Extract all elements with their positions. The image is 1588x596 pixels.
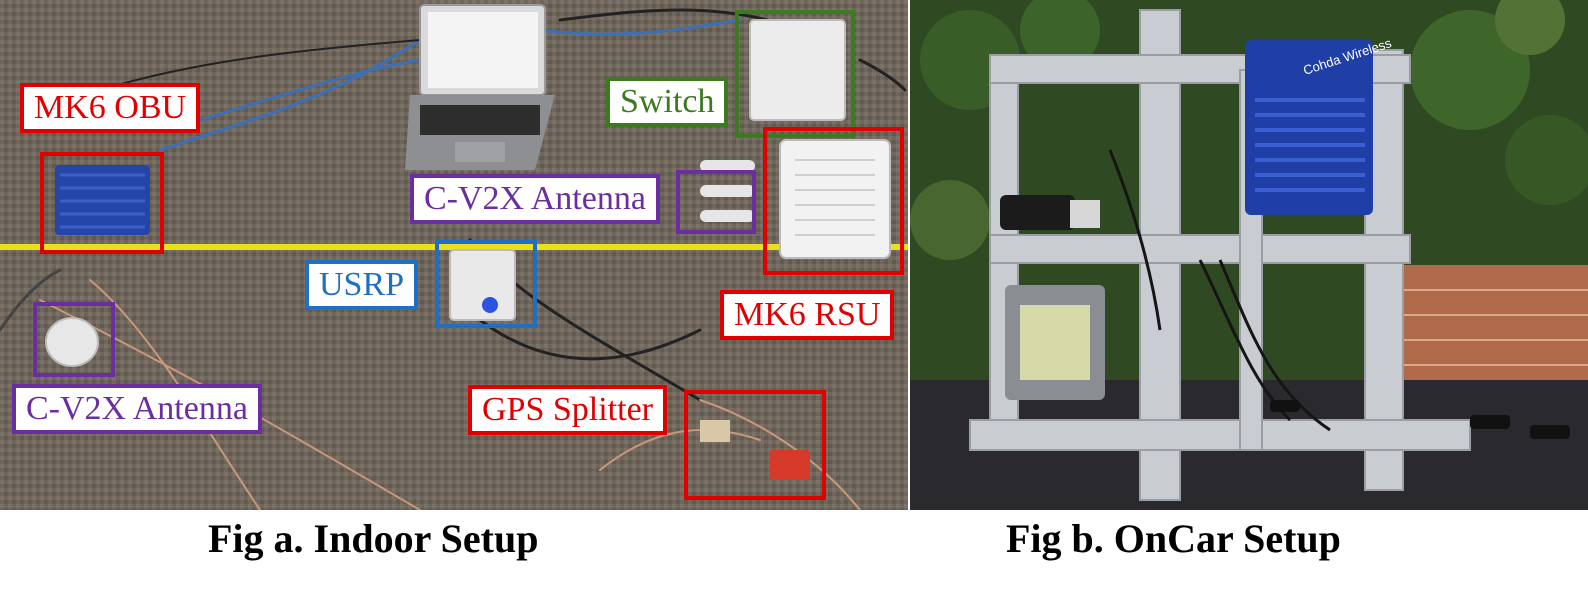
usrp-device [449,249,516,321]
highlight-usrp [435,240,537,328]
aluminum-frame [969,9,1471,501]
label-cv2x-antenna-top: C-V2X Antenna [410,174,660,224]
camera [1000,195,1100,230]
caption-oncar-setup: Fig b. OnCar Setup [1006,516,1341,561]
roof-clamps [1270,400,1570,439]
gps-puck-antenna [45,317,99,367]
label-mk6-rsu: MK6 RSU [720,290,895,340]
caption-indoor-setup: Fig a. Indoor Setup [208,516,539,561]
laptop [405,4,555,170]
highlight-cv2x-antenna-bottom [33,302,115,377]
label-usrp: USRP [305,260,419,310]
cables [0,8,907,510]
highlight-mk6-rsu [763,127,904,275]
radar-unit [1005,285,1105,400]
label-switch: Switch [606,77,729,127]
foliage-texture [910,0,1588,260]
switch-device [749,19,846,121]
measuring-tape [0,244,908,250]
obu-device [55,165,150,235]
oncar-setup-photo: Cohda Wireless [910,0,1588,510]
label-gps-splitter: GPS Splitter [468,385,667,435]
indoor-setup-photo: MK6 OBU Switch C-V2X Antenna USRP MK6 RS… [0,0,908,510]
rsu-device [700,139,891,259]
highlight-gps-splitter [684,390,826,500]
cohda-device [1245,40,1373,215]
highlight-switch [735,10,855,138]
highlight-mk6-obu [40,152,164,254]
label-cv2x-antenna-bottom: C-V2X Antenna [12,384,262,434]
oncar-photo-illustration: Cohda Wireless [910,0,1588,510]
highlight-cv2x-antenna-top [676,170,756,234]
label-mk6-obu: MK6 OBU [20,83,201,133]
gps-splitter-device [700,420,810,480]
